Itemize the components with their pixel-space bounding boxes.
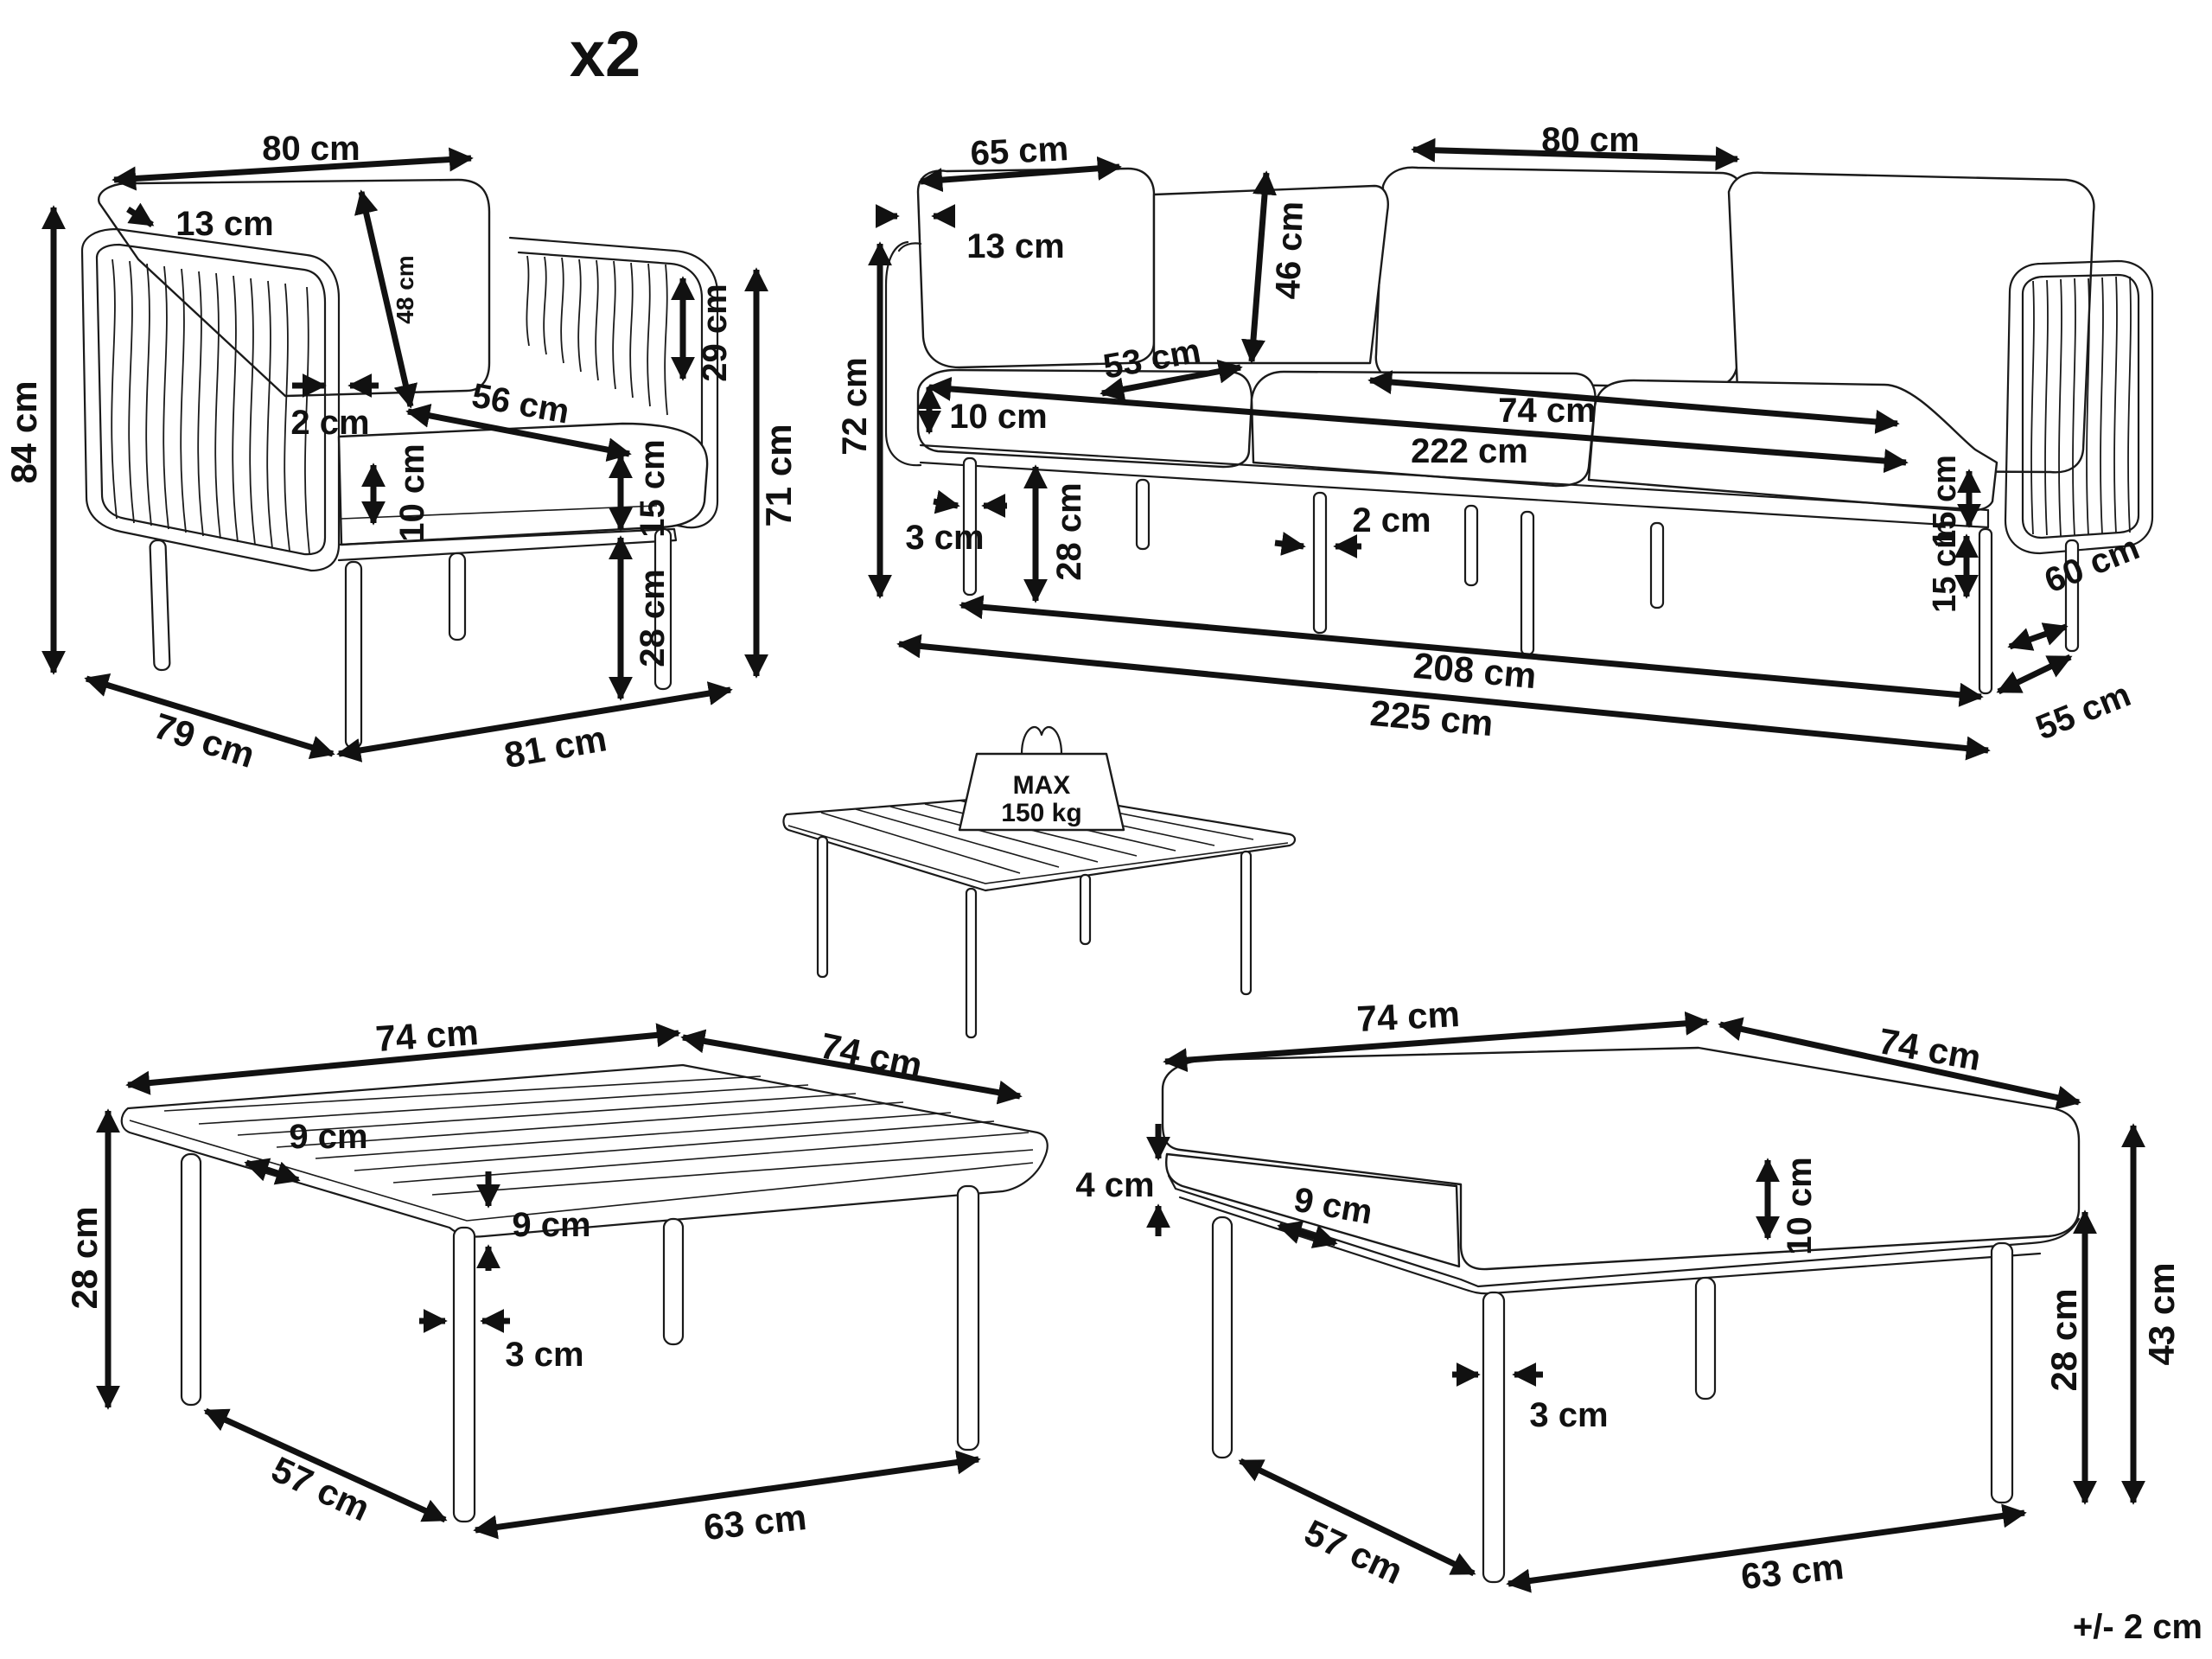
sofa-back-cushion-height: 46 cm — [1269, 201, 1310, 300]
table-weight-drawing — [782, 725, 1297, 1039]
armchair-seat-height: 28 cm — [634, 569, 672, 667]
ottoman-leg-width: 63 cm — [1739, 1546, 1845, 1597]
table-top-width: 74 cm — [374, 1011, 480, 1059]
sofa-back-thickness: 13 cm — [966, 227, 1064, 265]
sofa-leg-diameter: 3 cm — [905, 519, 984, 557]
ottoman-drawing — [1161, 1046, 2081, 1584]
quantity-label: x2 — [570, 18, 641, 90]
weight-line2: 150 kg — [1001, 799, 1081, 827]
ottoman-top-width: 74 cm — [1356, 993, 1461, 1039]
armchair-width-top: 80 cm — [262, 130, 360, 168]
weight-line1: MAX — [1013, 771, 1071, 800]
armchair-dimensions — [41, 147, 768, 763]
table-leg: 3 cm — [505, 1336, 583, 1374]
ottoman-leg: 3 cm — [1529, 1396, 1608, 1434]
sofa-depth: 55 cm — [2030, 675, 2136, 747]
sofa-seat-cushion: 10 cm — [949, 398, 1047, 436]
tolerance-note: +/- 2 cm — [2073, 1608, 2202, 1646]
table-top-depth: 74 cm — [817, 1024, 926, 1086]
ottoman-frame-leg-height: 28 cm — [2043, 1288, 2084, 1391]
sofa-back-height: 72 cm — [836, 357, 874, 455]
table-slat-gap: 9 cm — [512, 1206, 590, 1244]
sofa-arm-gap-lower: 15 cm — [1927, 520, 1963, 613]
sofa-back-cushion-width: 65 cm — [970, 130, 1070, 173]
sofa-seat-height: 28 cm — [1050, 482, 1088, 580]
armchair-seat-depth: 56 cm — [469, 377, 572, 431]
table-leg-width: 63 cm — [702, 1496, 808, 1547]
ottoman-overall-height: 43 cm — [2141, 1262, 2182, 1365]
sofa-middle-leg: 2 cm — [1352, 501, 1431, 539]
ottoman-leg-depth: 57 cm — [1298, 1511, 1409, 1592]
armchair-armrest-gap: 2 cm — [290, 404, 369, 442]
coffee-table-dimensions — [96, 1023, 1023, 1540]
sofa-seat-cushion-width: 74 cm — [1498, 392, 1596, 430]
coffee-table-drawing — [120, 1063, 1049, 1523]
ottoman-frame-height: 4 cm — [1075, 1166, 1154, 1204]
ottoman-top-depth: 74 cm — [1876, 1020, 1984, 1078]
table-slat-width: 9 cm — [289, 1118, 367, 1156]
ottoman-dimensions — [1146, 1011, 2145, 1593]
sofa-dimensions — [868, 137, 2073, 761]
armchair-armrest-height: 29 cm — [696, 284, 734, 381]
sofa-middle-back-width: 80 cm — [1541, 121, 1639, 159]
armchair-arm-height-total: 71 cm — [758, 424, 799, 526]
sofa-seat-total-width: 222 cm — [1411, 432, 1528, 470]
armchair-back-cushion-height: 48 cm — [392, 255, 418, 323]
table-height: 28 cm — [64, 1206, 105, 1309]
sofa-arm-depth: 60 cm — [2039, 528, 2145, 600]
sofa-arm-gap: 15 cm — [1927, 455, 1963, 548]
armchair-seat-cushion: 10 cm — [393, 443, 431, 541]
armchair-overall-height: 84 cm — [3, 380, 44, 483]
armchair-back-thickness: 13 cm — [175, 205, 273, 243]
ottoman-cushion: 10 cm — [1781, 1157, 1819, 1254]
armchair-seat-gap: 15 cm — [634, 439, 672, 537]
